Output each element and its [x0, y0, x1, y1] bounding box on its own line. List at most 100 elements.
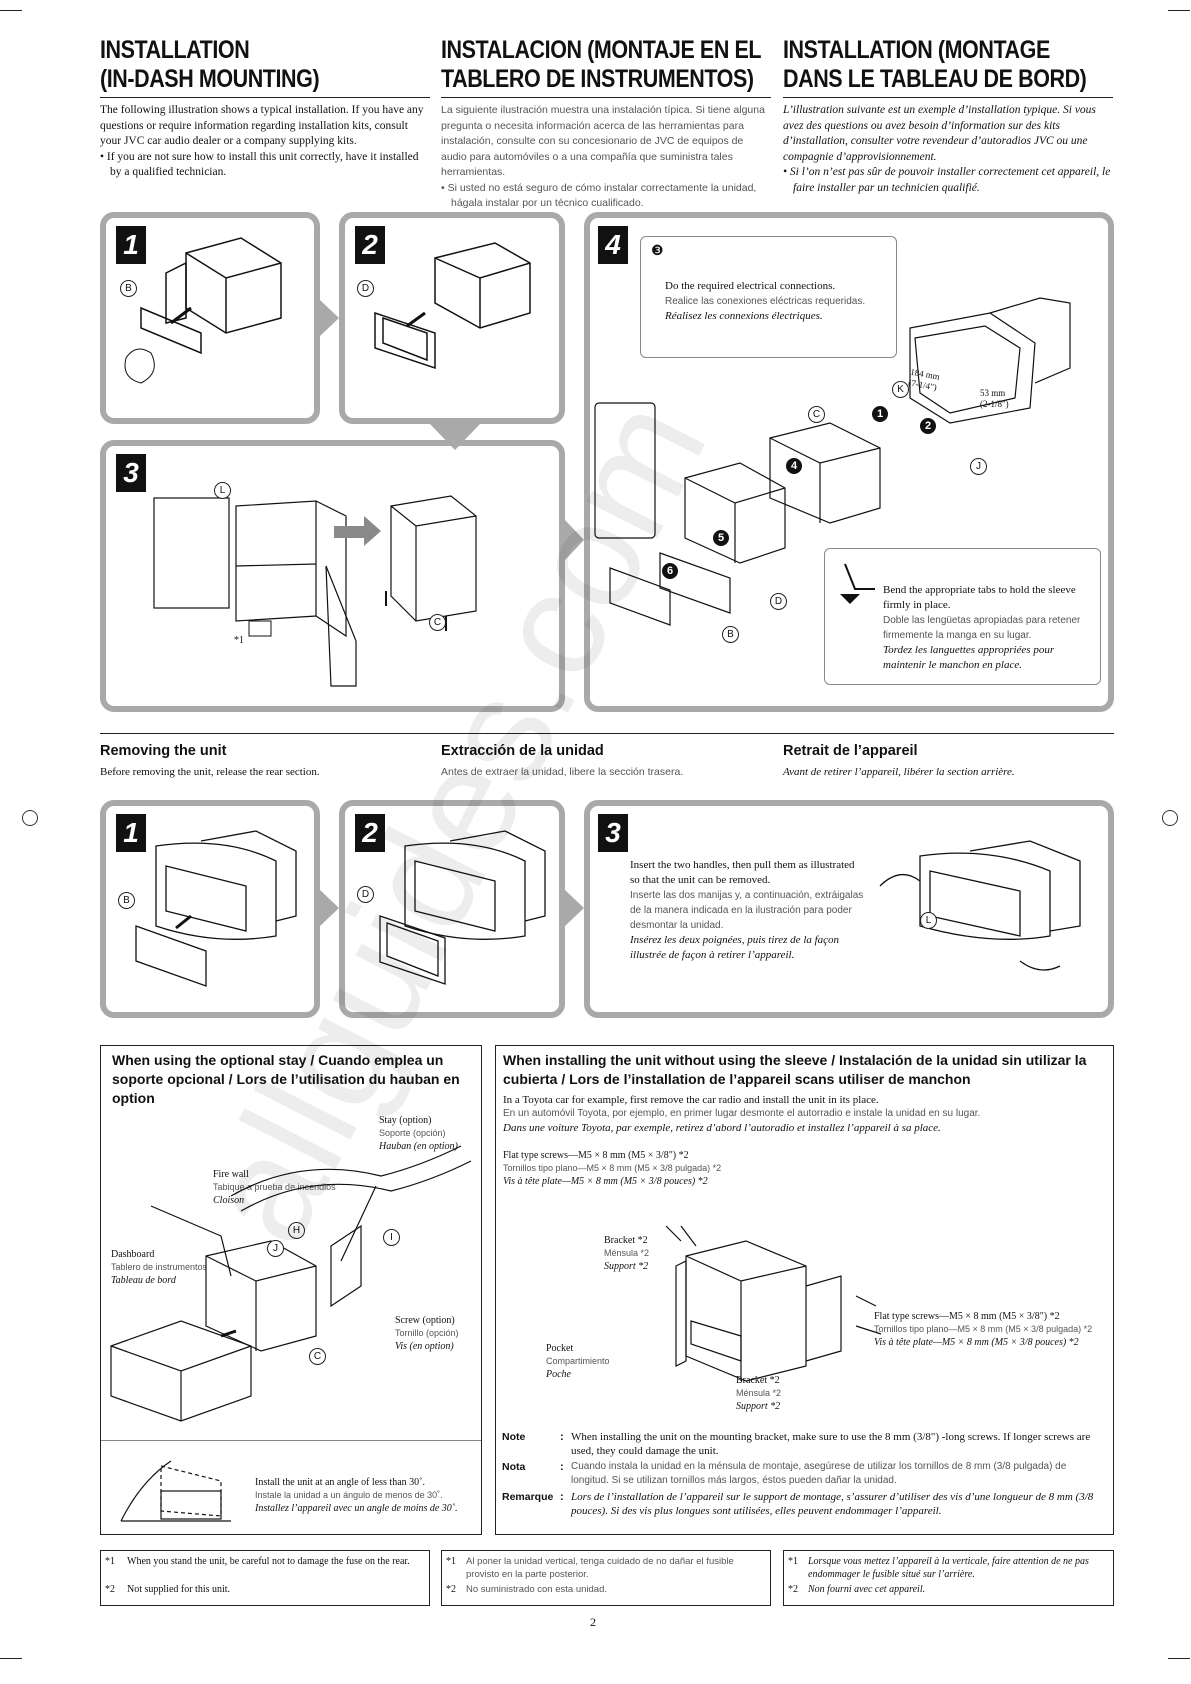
- flat-screws-label-right: Flat type screws—M5 × 8 mm (M5 × 3/8") *…: [874, 1311, 1093, 1348]
- page-number: 2: [590, 1615, 596, 1629]
- fire-wall-label: Fire wall Tabique a prueba de incendios …: [213, 1169, 336, 1206]
- footnote-marker: *1: [234, 635, 244, 646]
- removing-title-fr: Retrait de l’appareil: [783, 743, 918, 759]
- label-h: H: [288, 1222, 305, 1239]
- angle-illustration: [120, 1460, 231, 1522]
- panel-connector-arrows: [320, 300, 584, 560]
- handles-text: Insert the two handles, then pull them a…: [630, 859, 864, 961]
- stay-label: Stay (option) Soporte (opción) Hauban (e…: [379, 1115, 458, 1152]
- bracket-label-bottom: Bracket *2 Ménsula *2 Support *2: [736, 1375, 782, 1412]
- label-d: D: [357, 886, 374, 903]
- footnotes-fr: *1 Lorsque vous mettez l’appareil à la v…: [783, 1550, 1114, 1606]
- step-number: 2: [355, 226, 385, 264]
- without-sleeve-intro: In a Toyota car for example, first remov…: [503, 1094, 981, 1134]
- intro-es: La siguiente ilustración muestra una ins…: [441, 104, 765, 209]
- header-en: INSTALLATION(IN-DASH MOUNTING): [100, 36, 320, 93]
- label-l: L: [214, 482, 231, 499]
- angle-text: Install the unit at an angle of less tha…: [255, 1477, 458, 1514]
- removing-title-es: Extracción de la unidad: [441, 743, 604, 759]
- tab-bending-illustration: [153, 495, 477, 687]
- flat-screws-label-top: Flat type screws—M5 × 8 mm (M5 × 3/8") *…: [503, 1150, 722, 1187]
- stay-title: When using the optional stay / Cuando em…: [112, 1052, 460, 1106]
- step-marker-1: 1: [872, 406, 888, 422]
- label-d: D: [770, 593, 787, 610]
- removing-sub-en: Before removing the unit, release the re…: [100, 766, 320, 778]
- step-number: 1: [116, 226, 146, 264]
- label-b: B: [722, 626, 739, 643]
- step-number: 3: [116, 454, 146, 492]
- remove-panel-illustration: [135, 830, 297, 987]
- note-en: When installing the unit on the mounting…: [571, 1431, 1091, 1457]
- step-number: 4: [598, 226, 628, 264]
- label-i: I: [383, 1229, 400, 1246]
- installation-overview-illustration: [594, 297, 1071, 626]
- step-3-marker: ❸: [651, 244, 664, 259]
- stay-divider: [101, 1440, 481, 1441]
- bracket-label-left: Bracket *2 Ménsula *2 Support *2: [604, 1235, 650, 1272]
- label-d: D: [357, 280, 374, 297]
- remove-frame-illustration: [379, 830, 546, 985]
- footnotes-es: *1 Al poner la unidad vertical, tenga cu…: [441, 1550, 771, 1606]
- crop-mark: [1168, 1658, 1190, 1659]
- label-k: K: [892, 381, 909, 398]
- optional-stay-box: When using the optional stay / Cuando em…: [100, 1045, 482, 1535]
- registration-mark: [22, 810, 38, 826]
- section-rule: [100, 733, 1114, 734]
- header-rule: [100, 97, 430, 98]
- removing-sub-fr: Avant de retirer l’appareil, libérer la …: [783, 766, 1015, 778]
- install-panel-1: 1 B: [100, 212, 320, 424]
- pocket-label: Pocket Compartimiento Poche: [546, 1343, 610, 1380]
- removing-sub-es: Antes de extraer la unidad, libere la se…: [441, 766, 684, 778]
- footnotes-en: *1 When you stand the unit, be careful n…: [100, 1550, 430, 1606]
- crop-mark: [0, 10, 22, 11]
- registration-mark: [1162, 810, 1178, 826]
- header-rule: [441, 97, 771, 98]
- step-number: 3: [598, 814, 628, 852]
- label-j: J: [267, 1240, 284, 1257]
- label-b: B: [118, 892, 135, 909]
- dashboard-label: Dashboard Tablero de instrumentos Tablea…: [111, 1249, 208, 1286]
- step-marker-2: 2: [920, 418, 936, 434]
- without-sleeve-title: When installing the unit without using t…: [503, 1052, 1087, 1087]
- removing-panel-1: 1 B: [100, 800, 320, 1018]
- screw-label: Screw (option) Tornillo (opción) Vis (en…: [395, 1315, 459, 1352]
- stay-illustration: [110, 1145, 472, 1422]
- step-marker-5: 5: [713, 530, 729, 546]
- sleeve-illustration: [124, 237, 282, 384]
- intro-fr: L’illustration suivante est un exemple d…: [783, 104, 1111, 194]
- note-es: Cuando instala la unidad en la ménsula d…: [571, 1461, 1067, 1486]
- install-panel-4: 4 ❸ Do the required electrical connectio…: [584, 212, 1114, 712]
- removing-title-en: Removing the unit: [100, 743, 227, 759]
- step-number: 2: [355, 814, 385, 852]
- label-l: L: [920, 912, 937, 929]
- removing-connector-arrows: [320, 890, 584, 926]
- label-c: C: [808, 406, 825, 423]
- step-number: 1: [116, 814, 146, 852]
- step-marker-4: 4: [786, 458, 802, 474]
- connections-callout: ❸ Do the required electrical connections…: [640, 236, 897, 358]
- tab-bend-icon: [840, 563, 875, 604]
- frame-illustration: [374, 242, 531, 370]
- removing-panel-2: 2 D: [339, 800, 565, 1018]
- removing-panel-3: 3 Insert the two handles, then pull them…: [584, 800, 1114, 1018]
- bracket-illustration: [665, 1225, 882, 1382]
- label-c: C: [429, 614, 446, 631]
- tabs-callout: Bend the appropriate tabs to hold the sl…: [824, 548, 1101, 685]
- install-panel-3: 3 L C *1: [100, 440, 565, 712]
- install-panel-2: 2 D: [339, 212, 565, 424]
- step-marker-6: 6: [662, 563, 678, 579]
- crop-mark: [0, 1658, 22, 1659]
- note-fr: Lors de l’installation de l’appareil sur…: [571, 1491, 1094, 1517]
- intro-en: The following illustration shows a typic…: [100, 104, 424, 178]
- without-sleeve-box: When installing the unit without using t…: [495, 1045, 1114, 1535]
- crop-mark: [1168, 10, 1190, 11]
- handles-illustration: [879, 840, 1081, 971]
- dimension-height: 53 mm (2-1/8"): [980, 388, 1009, 409]
- tabs-text: Bend the appropriate tabs to hold the sl…: [883, 584, 1081, 671]
- connections-text: Do the required electrical connections. …: [665, 280, 866, 322]
- label-b: B: [120, 280, 137, 297]
- header-rule: [783, 97, 1113, 98]
- label-c: C: [309, 1348, 326, 1365]
